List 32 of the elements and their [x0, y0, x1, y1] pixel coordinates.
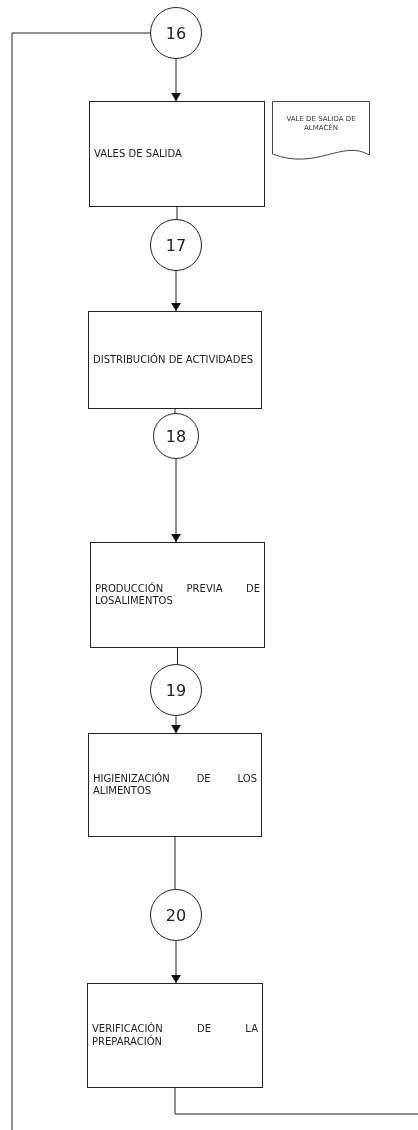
- arrow: [172, 270, 180, 312]
- connector-line: [11, 32, 151, 1130]
- arrow: [172, 58, 180, 102]
- step-number: 19: [165, 680, 187, 700]
- process-box: [90, 542, 265, 648]
- process-box: [89, 101, 265, 207]
- arrow: [172, 940, 180, 984]
- connector-circle: [150, 889, 202, 941]
- process-box: [88, 733, 262, 837]
- arrow: [172, 458, 180, 543]
- step-label: DISTRIBUCIÓN DE ACTIVIDADES: [93, 353, 255, 367]
- arrow: [172, 715, 180, 734]
- step-label: VERIFICACIÓN DE LA PREPARACIÓN: [92, 1023, 258, 1048]
- step-number: 18: [165, 426, 187, 446]
- connector-circle: [153, 413, 199, 459]
- step-label: VALES DE SALIDA: [94, 147, 183, 161]
- process-box: [88, 311, 262, 409]
- process-box: [87, 983, 263, 1088]
- connector-circle: [150, 664, 202, 716]
- connector-line: [177, 647, 178, 665]
- connector-line: [174, 408, 176, 414]
- step-label: PRODUCCIÓN PREVIA DE LOSALIMENTOS: [95, 582, 260, 608]
- step-label: HIGIENIZACIÓN DE LOS ALIMENTOS: [93, 772, 257, 798]
- step-number: 17: [165, 235, 187, 255]
- document-shape: [272, 101, 370, 161]
- connector-line: [176, 206, 178, 220]
- connector-line: [174, 1087, 418, 1115]
- connector-circle: [150, 219, 202, 271]
- connector-circle: [150, 7, 202, 59]
- step-number: 16: [165, 23, 187, 43]
- step-number: 20: [165, 905, 187, 925]
- connector-line: [174, 836, 176, 890]
